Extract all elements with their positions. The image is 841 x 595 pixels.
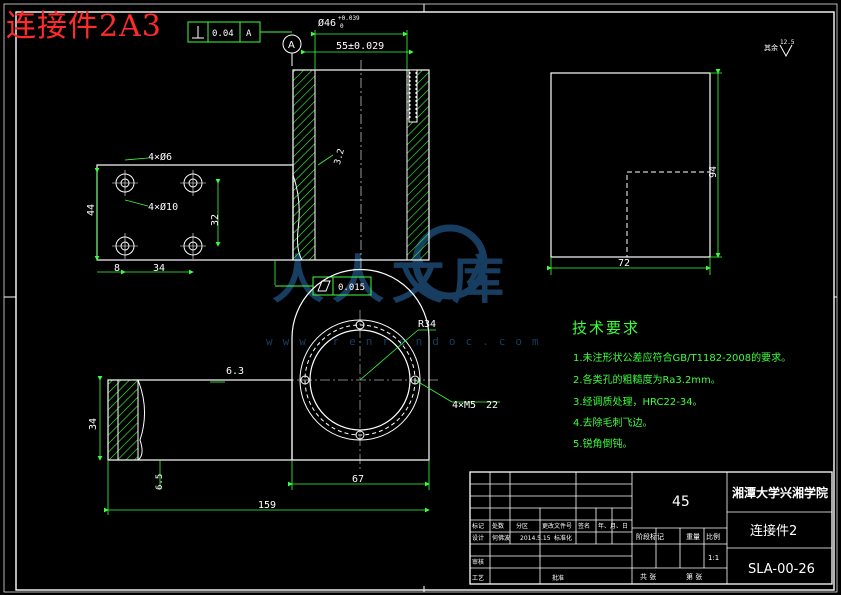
bore-dia-dim: Ø46 [318, 17, 336, 29]
datum-a-label: A [288, 40, 295, 51]
roughness-3-2-dim: 3.2 [333, 148, 347, 166]
flatness-value: 0.015 [338, 283, 365, 293]
watermark-url: www.renrendoc.com [266, 335, 549, 348]
height-34-dim: 34 [88, 418, 99, 430]
thread-depth-dim: 22 [486, 400, 498, 411]
plate-holes [115, 173, 203, 256]
offset-8-dim: 8 [114, 263, 120, 274]
school-text: 湘潭大学兴湘学院 [732, 485, 828, 500]
hole-large-dim: 4×Ø10 [148, 201, 178, 213]
drawing-no-text: SLA-00-26 [748, 562, 815, 577]
part-name-text: 连接件2 [750, 523, 797, 539]
roughness-6-3-dim: 6.3 [226, 366, 244, 377]
flatness-frame: 0.015 [275, 276, 372, 296]
center-dist-dim: 55±0.029 [336, 41, 384, 52]
weight-label: 重量 [686, 533, 700, 541]
span-34-dim: 34 [153, 263, 165, 274]
bore-tol-lower: 0 [340, 23, 344, 30]
radius-dim: R34 [418, 319, 436, 330]
sheet-frame [3, 3, 838, 593]
top-view-dimensions [97, 329, 500, 515]
front-view-dim-text: Ø46 +0.039 0 55±0.029 4×Ø6 4×Ø10 32 44 8… [86, 15, 384, 274]
tech-req-title: 技术要求 [572, 319, 641, 337]
roughness-note: 其余 12.5 [764, 39, 795, 58]
side-72-dim: 72 [618, 258, 630, 269]
side-94-dim: 94 [708, 166, 719, 178]
process-label: 工艺 [472, 574, 484, 582]
thickness-6-5-dim: 6.5 [155, 474, 165, 490]
material-text: 45 [672, 494, 690, 510]
break-line [292, 174, 303, 261]
sheet-no: 第 张 [686, 572, 702, 581]
roughness-note-label: 其余 [764, 43, 778, 52]
top-view-dim-text: R34 4×M5 22 67 159 34 6.5 6.3 [88, 319, 498, 511]
header-count: 处数 [492, 522, 504, 530]
header-mark: 标记 [472, 522, 484, 530]
pitch-32-dim: 32 [210, 214, 221, 226]
bore-tol-upper: +0.039 [338, 15, 360, 22]
header-date: 年、月、日 [598, 522, 628, 530]
scale-text: 1:1 [708, 554, 719, 562]
watermark: 人人文库 www.renrendoc.com [266, 224, 549, 348]
header-zone: 分区 [516, 522, 528, 530]
tech-req-item: 5.锐角倒钝。 [573, 439, 633, 450]
stage-label: 阶段标记 [636, 532, 664, 541]
front-view [96, 60, 430, 270]
total-sheets: 共 张 [640, 572, 656, 581]
perpendicularity-frame: 0.04 A [187, 21, 292, 43]
tech-req-item: 4.去除毛刺飞边。 [573, 418, 653, 429]
roughness-note-value: 12.5 [780, 39, 795, 46]
perp-value: 0.04 [212, 29, 234, 39]
review-label: 审核 [472, 558, 484, 566]
header-change: 更改文件号 [542, 522, 572, 530]
design-date: 2014.5.15 [520, 535, 551, 542]
std-label: 标准化 [554, 534, 572, 542]
hole-centerlines [112, 170, 206, 259]
length-159-dim: 159 [258, 500, 276, 511]
sheet-title: 连接件2A3 [6, 9, 162, 44]
tech-req-item: 3.经调质处理，HRC22-34。 [573, 397, 703, 408]
designer-name: 何佛波 [492, 534, 510, 542]
front-view-dimensions [94, 30, 414, 285]
tech-req-item: 1.未注形状公差应符合GB/T1182-2008的要求。 [573, 353, 792, 364]
width-67-dim: 67 [352, 474, 364, 485]
side-view [550, 72, 711, 258]
thread-dim: 4×M5 [452, 400, 476, 411]
height-44-dim: 44 [86, 204, 97, 216]
hole-small-dim: 4×Ø6 [148, 151, 172, 163]
watermark-brand: 人人文库 [272, 251, 512, 311]
side-view-dimensions [547, 69, 722, 275]
tech-req-item: 2.各类孔的粗糙度为Ra3.2mm。 [573, 375, 721, 386]
title-block-text: 45 湘潭大学兴湘学院 连接件2 SLA-00-26 1:1 阶段标记 重量 比… [472, 485, 828, 582]
datum-a-marker: A [282, 34, 302, 66]
perp-datum: A [246, 29, 252, 39]
title-block [469, 471, 833, 585]
scale-label: 比例 [706, 532, 720, 541]
approve-label: 批准 [552, 574, 564, 582]
design-label: 设计 [472, 534, 484, 542]
header-sign: 签名 [578, 522, 590, 530]
tube-wall-left-hatch [292, 69, 316, 261]
